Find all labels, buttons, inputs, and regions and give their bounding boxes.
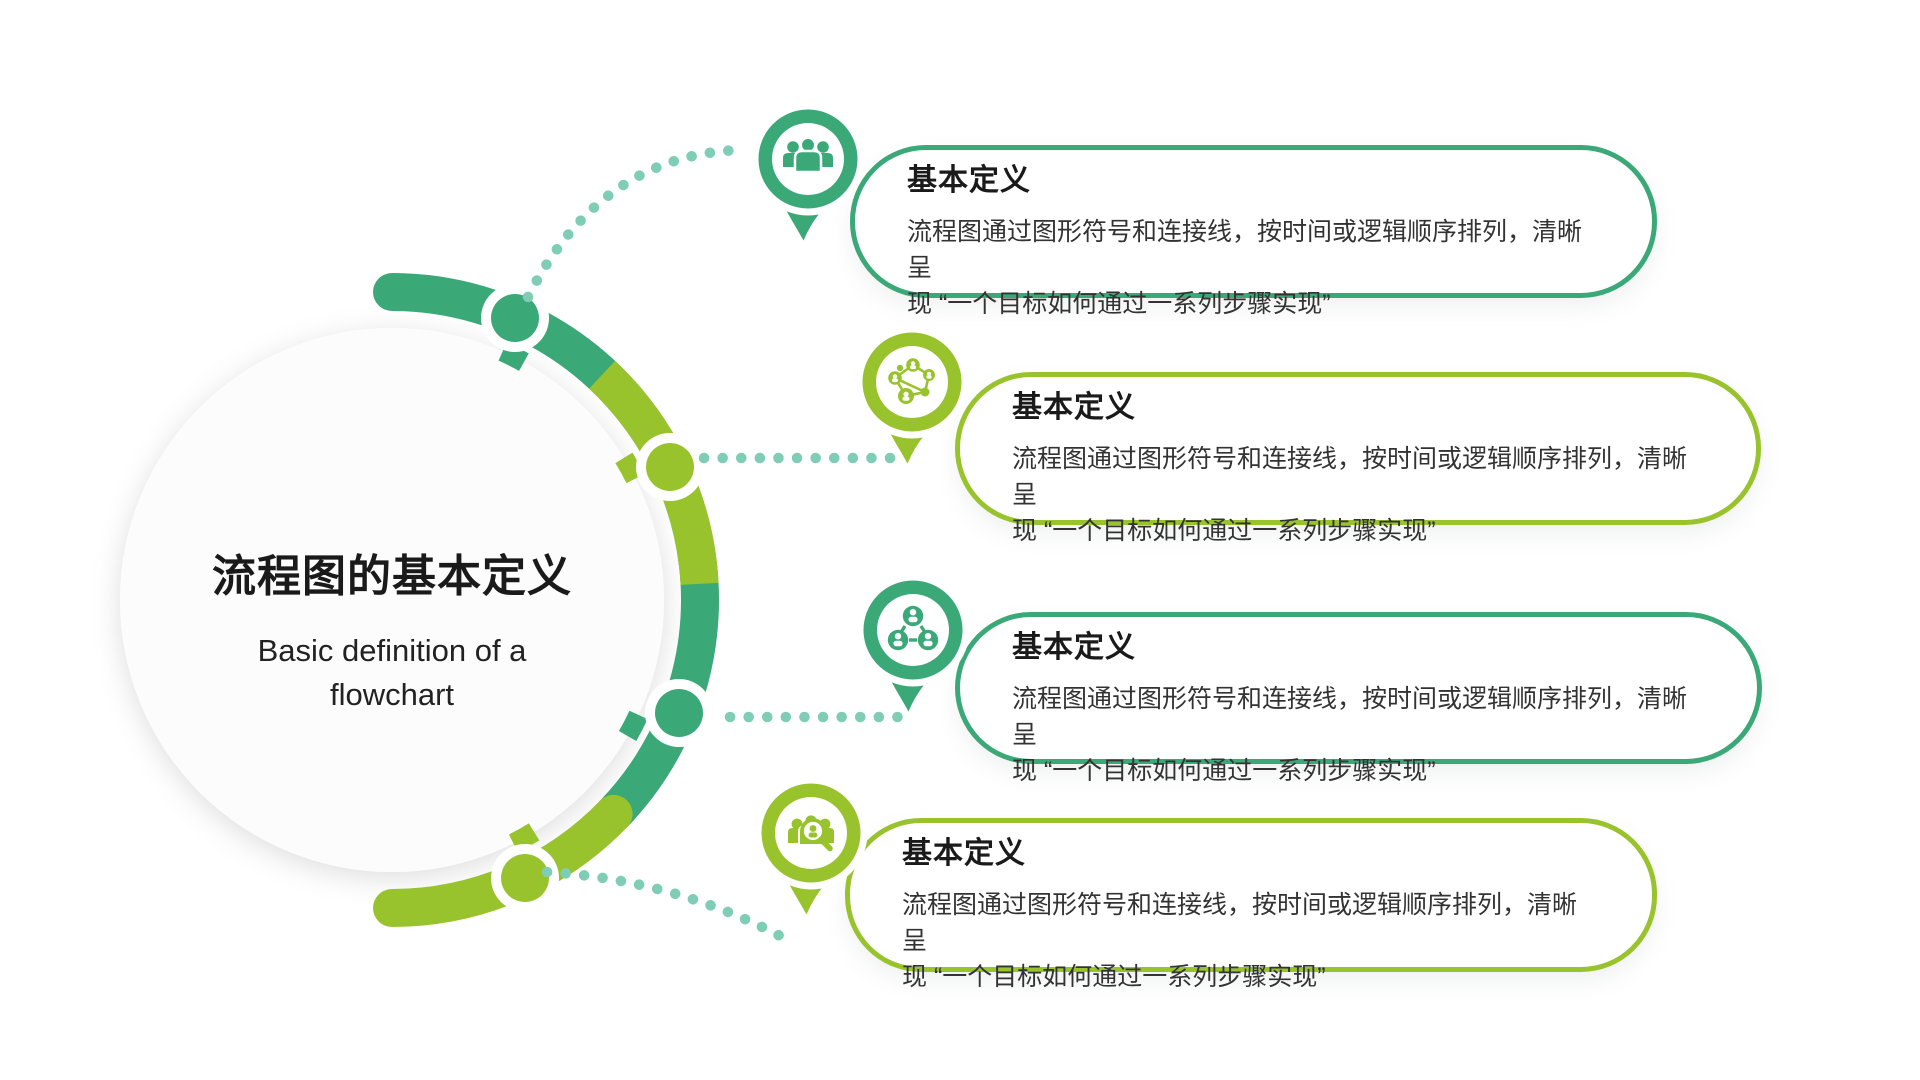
arc-node-2 xyxy=(636,433,704,501)
card-title: 基本定义 xyxy=(1012,631,1136,664)
people-network-icon xyxy=(888,358,935,404)
card-body-line: 流程图通过图形符号和连接线，按时间或逻辑顺序排列，清晰呈 xyxy=(1012,445,1688,509)
dotted-connector-4 xyxy=(541,866,799,949)
page-title: 流程图的基本定义 xyxy=(212,552,572,601)
subtitle-line: flowchart xyxy=(329,677,455,712)
card-title: 基本定义 xyxy=(1012,391,1136,424)
arc-node-4 xyxy=(491,844,559,912)
definition-card-4: 基本定义 流程图通过图形符号和连接线，按时间或逻辑顺序排列，清晰呈 现 “一个目… xyxy=(845,818,1657,991)
subtitle-line: Basic definition of a xyxy=(257,633,527,668)
arc-fragment xyxy=(498,342,529,371)
card-body-line: 流程图通过图形符号和连接线，按时间或逻辑顺序排列，清晰呈 xyxy=(907,218,1583,282)
card-body: 流程图通过图形符号和连接线，按时间或逻辑顺序排列，清晰呈 现 “一个目标如何通过… xyxy=(907,214,1597,322)
definition-card-2: 基本定义 流程图通过图形符号和连接线，按时间或逻辑顺序排列，清晰呈 现 “一个目… xyxy=(955,372,1761,545)
dotted-connector-1 xyxy=(522,144,746,303)
card-body-line: 流程图通过图形符号和连接线，按时间或逻辑顺序排列，清晰呈 xyxy=(1012,685,1688,749)
people-hierarchy-icon xyxy=(887,605,939,651)
card-body: 流程图通过图形符号和连接线，按时间或逻辑顺序排列，清晰呈 现 “一个目标如何通过… xyxy=(902,887,1597,995)
pin-marker-1 xyxy=(751,102,865,258)
arc-fragment xyxy=(508,823,540,853)
center-title-block: 流程图的基本定义 Basic definition of a flowchart xyxy=(142,549,642,717)
card-title: 基本定义 xyxy=(902,837,1026,870)
card-body-line: 现 “一个目标如何通过一系列步骤实现” xyxy=(1012,517,1436,545)
arc-node-1 xyxy=(481,284,549,352)
pin-marker-3 xyxy=(856,573,970,729)
definition-card-3: 基本定义 流程图通过图形符号和连接线，按时间或逻辑顺序排列，清晰呈 现 “一个目… xyxy=(955,612,1762,785)
arc-node-3 xyxy=(645,679,713,747)
card-title: 基本定义 xyxy=(907,164,1031,197)
card-body-line: 现 “一个目标如何通过一系列步骤实现” xyxy=(1012,757,1436,785)
card-body: 流程图通过图形符号和连接线，按时间或逻辑顺序排列，清晰呈 现 “一个目标如何通过… xyxy=(1012,681,1702,789)
card-body-line: 现 “一个目标如何通过一系列步骤实现” xyxy=(907,290,1331,318)
definition-card-1: 基本定义 流程图通过图形符号和连接线，按时间或逻辑顺序排列，清晰呈 现 “一个目… xyxy=(850,145,1657,318)
card-body-line: 现 “一个目标如何通过一系列步骤实现” xyxy=(902,963,1326,991)
pin-marker-2 xyxy=(855,325,969,481)
card-body-line: 流程图通过图形符号和连接线，按时间或逻辑顺序排列，清晰呈 xyxy=(902,891,1578,955)
card-body: 流程图通过图形符号和连接线，按时间或逻辑顺序排列，清晰呈 现 “一个目标如何通过… xyxy=(1012,441,1701,549)
people-search-icon xyxy=(788,813,834,852)
page-subtitle: Basic definition of a flowchart xyxy=(142,629,642,717)
arc-fragment xyxy=(615,452,645,484)
group-people-icon xyxy=(783,136,833,174)
arc-fragment xyxy=(618,710,648,741)
